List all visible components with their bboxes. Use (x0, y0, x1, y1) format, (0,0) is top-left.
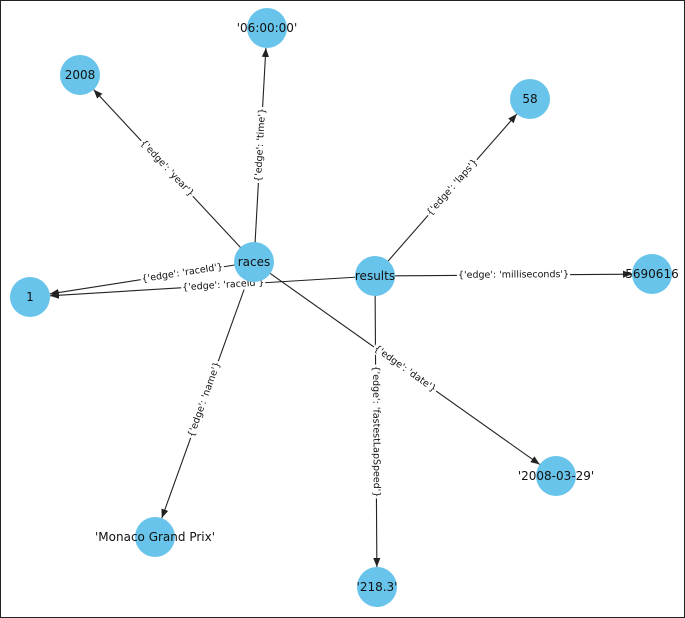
edge-label-results-to-laps: {'edge': 'laps'} (424, 156, 481, 219)
node-circle (10, 277, 50, 317)
node-results: results (355, 256, 395, 296)
edge-label-background (139, 261, 225, 286)
edge-label-background (252, 106, 269, 184)
node-laps: 58 (510, 79, 550, 119)
node-label: races (238, 255, 271, 269)
node-label: 1 (26, 290, 34, 304)
node-label: 58 (522, 92, 537, 106)
node-circle (355, 256, 395, 296)
edge-label-background (456, 269, 571, 281)
edge-label-text: {'edge': 'milliseconds'} (458, 269, 569, 281)
node-time: '06:00:00' (237, 8, 298, 48)
edge-label-background (370, 342, 440, 396)
node-label: '2008-03-29' (518, 469, 594, 483)
node-circle (536, 456, 576, 496)
edge-label-text: {'edge': 'fastestLapSpeed'} (370, 366, 382, 498)
node-circle (357, 567, 397, 607)
node-label: 5690616 (625, 267, 678, 281)
node-name: 'Monaco Grand Prix' (95, 517, 215, 557)
edge-label-races-to-time: {'edge': 'time'} (252, 106, 269, 184)
node-year: 2008 (60, 55, 100, 95)
node-circle (247, 8, 287, 48)
node-circle (60, 55, 100, 95)
node-label: '218.3' (357, 580, 398, 594)
nodes-layer: races results 2008 '06:00:00' 58 1 5690616 'Mon… (10, 8, 679, 607)
node-label: '06:00:00' (237, 21, 298, 35)
node-label: 'Monaco Grand Prix' (95, 530, 215, 544)
edge-label-results-to-milliseconds: {'edge': 'milliseconds'} (456, 269, 571, 281)
edge-label-results-to-fastestlapspeed: {'edge': 'fastestLapSpeed'} (370, 364, 382, 499)
edge-label-text: {'edge': 'laps'} (425, 157, 481, 218)
node-fastestlapspeed: '218.3' (357, 567, 398, 607)
edge-label-background (137, 137, 197, 200)
node-milliseconds: 5690616 (625, 254, 679, 294)
node-date: '2008-03-29' (518, 456, 594, 496)
edge-label-background (370, 364, 382, 499)
node-label: 2008 (65, 68, 96, 82)
node-raceid: 1 (10, 277, 50, 317)
node-circle (510, 79, 550, 119)
edge-label-races-to-name: {'edge': 'name'} (185, 359, 224, 440)
edge-label-races-to-year: {'edge': 'year'} (137, 137, 197, 200)
node-circle (632, 254, 672, 294)
edge-label-background (185, 359, 224, 440)
edge-label-text: {'edge': 'name'} (186, 360, 223, 438)
node-races: races (234, 242, 274, 282)
edge-label-text: {'edge': 'raceId'} (182, 277, 265, 293)
edge-label-background (424, 156, 481, 219)
edge-label-results-to-raceid: {'edge': 'raceId'} (180, 277, 266, 294)
edge-label-text: {'edge': 'year'} (138, 138, 196, 199)
node-circle (234, 242, 274, 282)
edge-label-background (180, 277, 266, 294)
node-circle (135, 517, 175, 557)
node-label: results (355, 269, 395, 283)
edge-label-text: {'edge': 'time'} (253, 108, 268, 182)
